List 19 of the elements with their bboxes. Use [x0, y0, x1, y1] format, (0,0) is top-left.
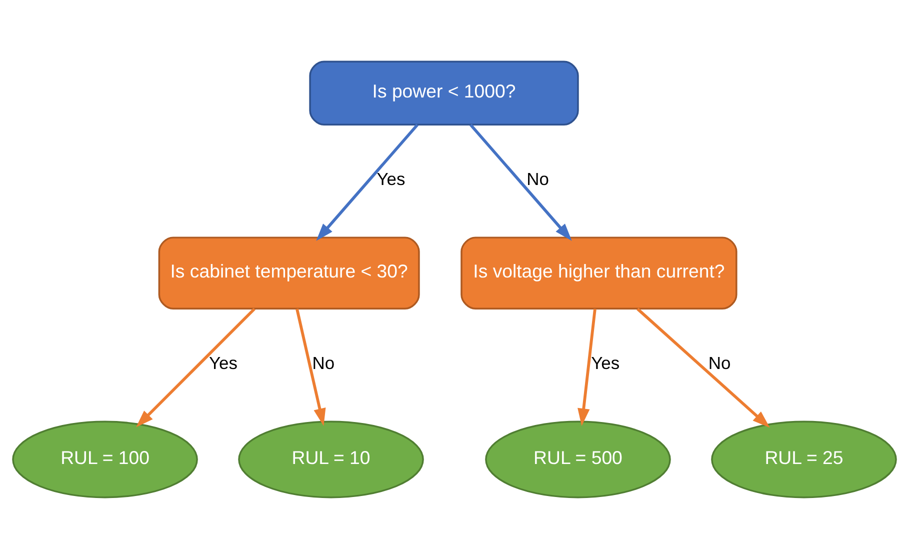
arrow — [316, 123, 418, 240]
node-ellipse: RUL = 25 — [711, 420, 897, 498]
node-ellipse: RUL = 500 — [485, 420, 671, 498]
arrow — [636, 307, 770, 428]
edge-label: No — [708, 352, 731, 373]
edge-label: Yes — [209, 352, 238, 373]
arrow — [578, 308, 596, 426]
node-ellipse: RUL = 100 — [12, 420, 198, 498]
node-ellipse: RUL = 10 — [238, 420, 424, 498]
node-box: Is cabinet temperature < 30? — [158, 236, 420, 309]
edge-label: Yes — [591, 352, 620, 373]
node-box: Is power < 1000? — [309, 60, 579, 125]
arrow — [470, 123, 572, 240]
edge-label: Yes — [376, 168, 406, 189]
arrow — [136, 307, 256, 427]
edge-label: No — [312, 352, 335, 373]
node-box: Is voltage higher than current? — [460, 236, 738, 309]
arrow — [296, 308, 326, 426]
edge-label: No — [526, 168, 549, 189]
